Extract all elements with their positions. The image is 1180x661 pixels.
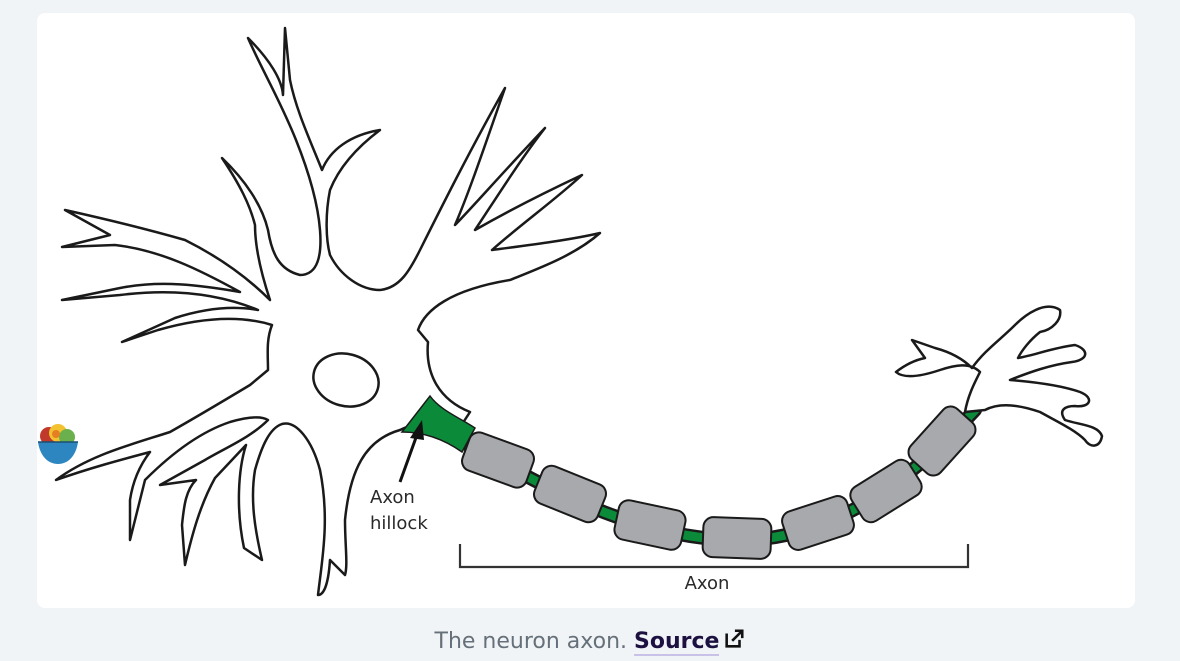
label-axon-hillock-line1: Axon [370,487,415,508]
neuron-cell-body [54,26,602,597]
myelin-segment [781,495,855,551]
external-link-icon[interactable] [723,628,745,650]
myelin-segment [907,405,977,477]
myelin-sheaths [461,405,977,560]
myelin-segment [613,499,687,551]
myelin-segment [701,516,773,560]
cell-nucleus [312,352,380,408]
figure-caption: The neuron axon. Source [0,628,1180,656]
axon-bracket [458,544,970,569]
source-link[interactable]: Source [634,629,720,656]
label-axon-hillock-line2: hillock [370,513,428,534]
caption-text: The neuron axon. [434,629,628,654]
myelin-segment [849,458,923,524]
myelin-segment [461,431,535,489]
myelin-segment [533,464,607,524]
hillock-arrow-line [398,431,420,483]
label-axon: Axon [685,573,730,594]
fruit-bowl-logo [38,424,78,464]
hillock-arrowhead [410,420,424,440]
axon-terminals [894,305,1104,447]
